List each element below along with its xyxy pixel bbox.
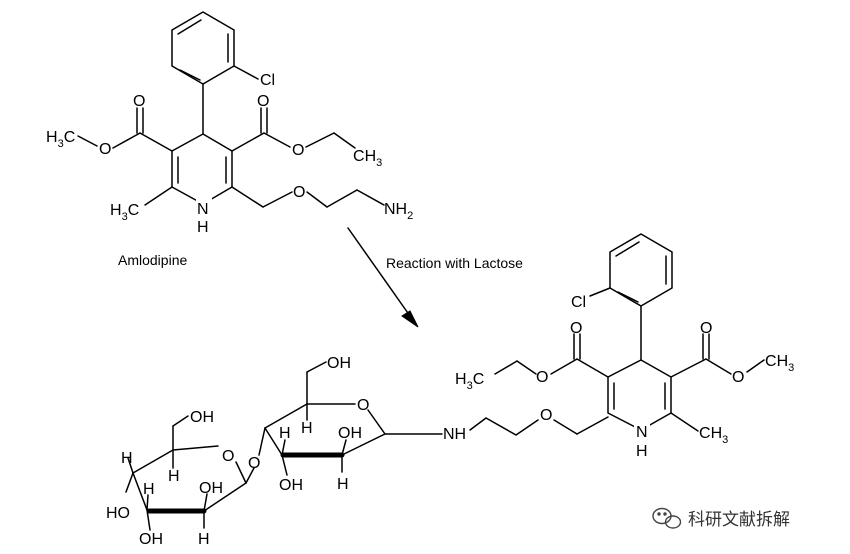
hydroxyl-label: OH bbox=[139, 531, 163, 548]
carbonyl-oxygen-label: O bbox=[257, 93, 269, 110]
hydrogen-label: H bbox=[168, 468, 180, 485]
amlodipine-adduct: NH O N H Cl O O H3C bbox=[443, 233, 794, 460]
methyl-label: H3C bbox=[46, 129, 75, 150]
methyl-label: H3C bbox=[455, 371, 484, 392]
methyl-label: H3C bbox=[110, 202, 139, 223]
chloro-label: Cl bbox=[260, 72, 275, 89]
amlodipine-structure: N H Cl O O O O O H3C CH3 H3C NH2 bbox=[46, 11, 413, 236]
hydrogen-label: H bbox=[121, 450, 133, 467]
ester-oxygen-label: O bbox=[292, 142, 304, 159]
ring-nitrogen-label: N bbox=[636, 424, 648, 441]
amlodipine-name: Amlodipine bbox=[118, 252, 187, 268]
hydrogen-label: H bbox=[143, 481, 155, 498]
ring-nitrogen-label: N bbox=[197, 201, 209, 218]
carbonyl-oxygen-label: O bbox=[133, 93, 145, 110]
watermark: 科研文献拆解 bbox=[652, 507, 790, 529]
ring-oxygen-label: O bbox=[222, 448, 234, 465]
amine-label: NH2 bbox=[384, 201, 413, 222]
hydroxyl-label: OH bbox=[199, 480, 223, 497]
ring-nh-hydrogen-label: H bbox=[636, 443, 648, 460]
hydroxyl-label: OH bbox=[279, 477, 303, 494]
secondary-amine-label: NH bbox=[443, 426, 466, 443]
hydroxyl-label: OH bbox=[338, 425, 362, 442]
hydrogen-label: H bbox=[337, 476, 349, 493]
watermark-text: 科研文献拆解 bbox=[688, 510, 790, 529]
ether-oxygen-label: O bbox=[293, 184, 305, 201]
hydrogen-label: H bbox=[301, 420, 313, 437]
chloro-label: Cl bbox=[571, 294, 586, 311]
wechat-icon bbox=[652, 507, 682, 529]
hydrogen-label: H bbox=[279, 425, 291, 442]
methyl-label: CH3 bbox=[699, 425, 728, 446]
ring-oxygen-label: O bbox=[357, 397, 369, 414]
ester-oxygen-label: O bbox=[732, 369, 744, 386]
ester-oxygen-label: O bbox=[536, 369, 548, 386]
ether-oxygen-label: O bbox=[540, 407, 552, 424]
hydroxyl-label: HO bbox=[106, 505, 130, 522]
hydroxyl-label: OH bbox=[190, 409, 214, 426]
hydroxyl-label: OH bbox=[327, 355, 351, 372]
reaction-arrow bbox=[347, 227, 419, 328]
ester-oxygen-label: O bbox=[99, 141, 111, 158]
carbonyl-oxygen-label: O bbox=[570, 320, 582, 337]
carbonyl-oxygen-label: O bbox=[700, 320, 712, 337]
lactose-unit: O O O OH OH H H H OH HO OH H H H OH OH H bbox=[106, 355, 443, 548]
reaction-caption: Reaction with Lactose bbox=[386, 255, 523, 271]
glycosidic-oxygen-label: O bbox=[248, 455, 260, 472]
methyl-label: CH3 bbox=[353, 148, 382, 169]
methyl-label: CH3 bbox=[765, 353, 794, 374]
ring-nh-hydrogen-label: H bbox=[197, 219, 209, 236]
hydrogen-label: H bbox=[198, 531, 210, 548]
